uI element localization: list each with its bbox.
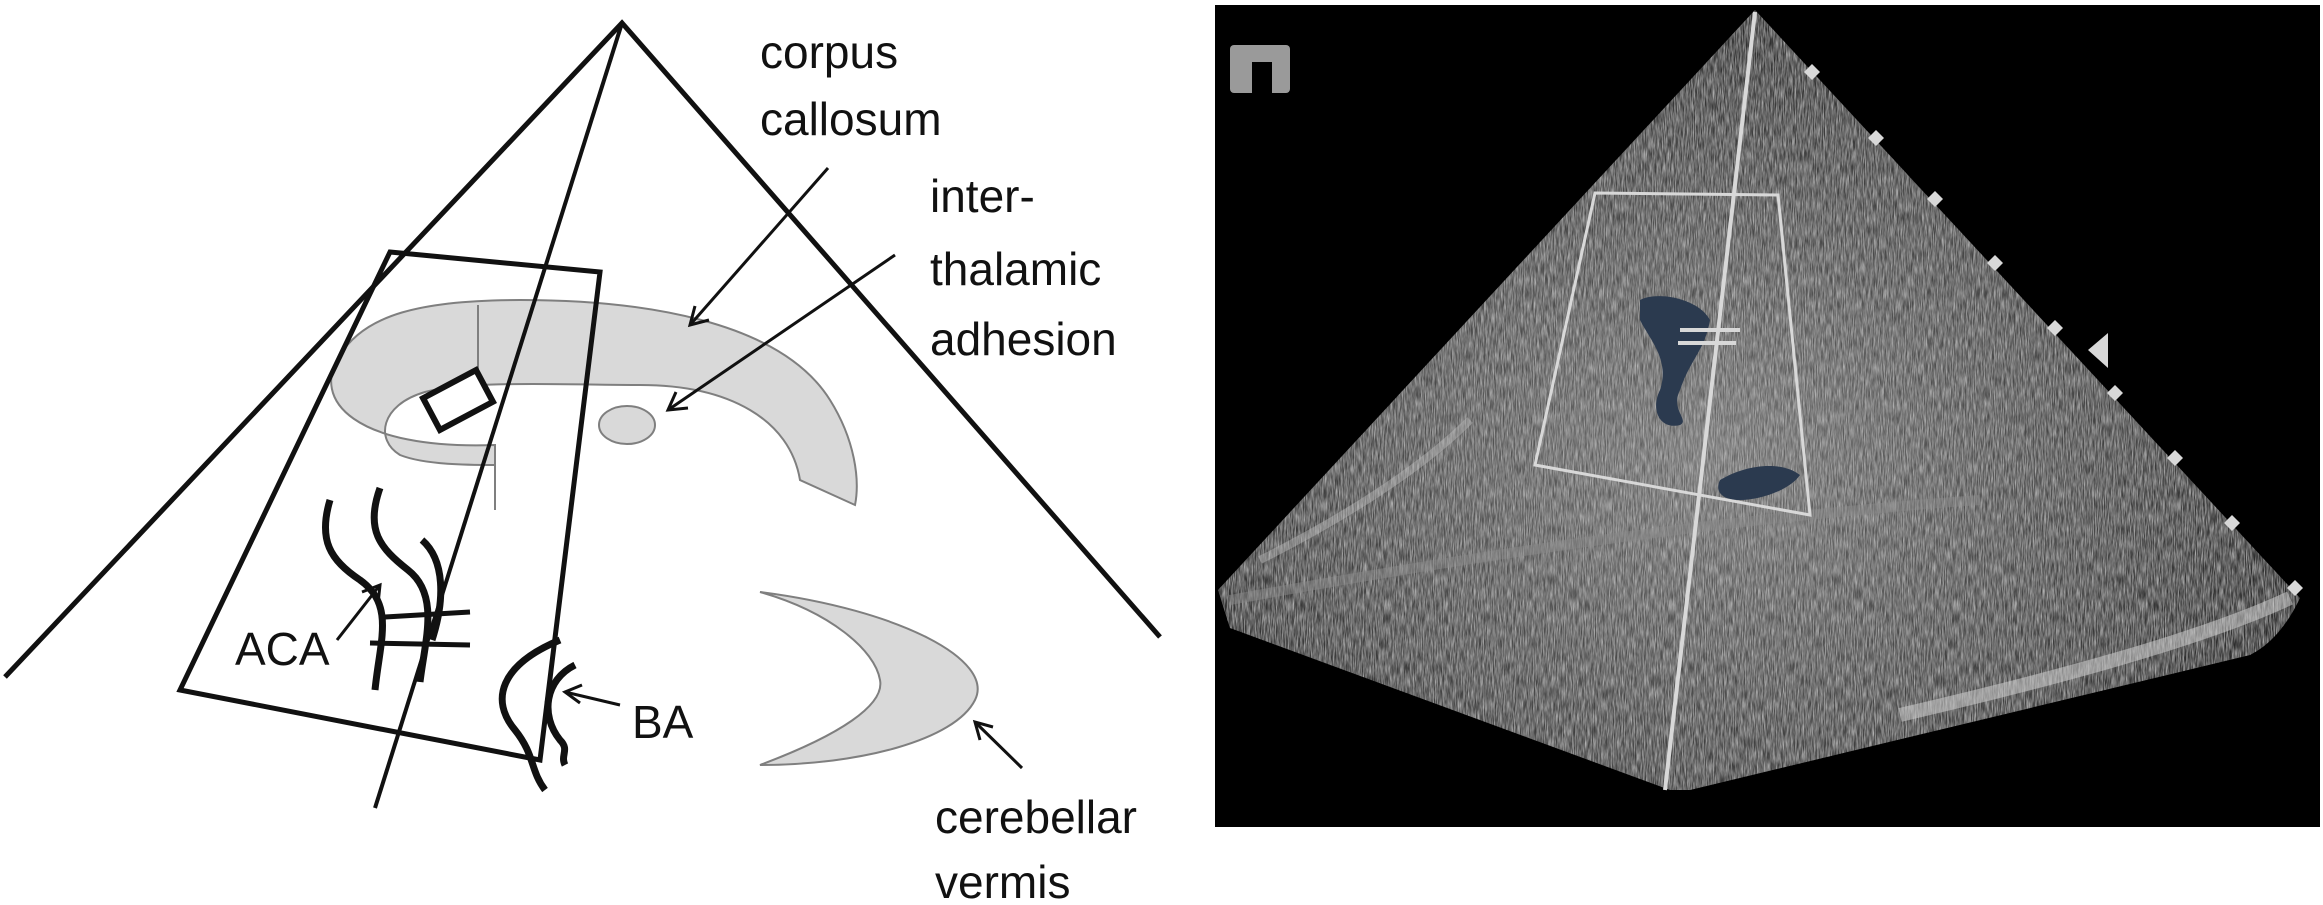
label-cerebellar-line1: cerebellar: [935, 791, 1137, 843]
ultrasound-doppler-box: [1533, 191, 1812, 517]
aca-vessel-1: [321, 498, 386, 691]
label-interthalamic-line2: thalamic: [930, 243, 1101, 295]
doppler-box-outline: [176, 249, 603, 763]
label-interthalamic-line1: inter-: [930, 170, 1035, 222]
cerebellar-vermis-shape: [759, 591, 979, 766]
ultrasound-image: [1215, 5, 2320, 827]
ba-vessel-outer: [498, 636, 562, 793]
doppler-gate: [419, 365, 497, 435]
schematic-diagram: corpus callosum inter- thalamic adhesion…: [3, 19, 1162, 905]
ba-vessel-inner: [544, 661, 577, 767]
aca-gate-bar-2: [369, 640, 471, 648]
interthalamic-pointer-arrow: [667, 253, 896, 412]
corpus-callosum-pointer-arrow: [688, 167, 830, 326]
ba-pointer-arrow: [564, 690, 621, 707]
aca-pointer-arrow: [335, 584, 382, 641]
ba-pointer-arrowhead: [561, 683, 583, 705]
corpus-callosum-shape: [330, 298, 858, 507]
label-corpus-callosum-line1: corpus: [760, 26, 898, 78]
label-interthalamic-line3: adhesion: [930, 313, 1117, 365]
label-cerebellar-line2: vermis: [935, 856, 1070, 905]
label-ba: BA: [632, 696, 694, 748]
cerebellar-pointer-arrow: [973, 720, 1024, 770]
depth-markers: [1804, 64, 2303, 596]
scan-line: [373, 22, 624, 809]
orientation-marker-icon: [1230, 45, 1290, 93]
cerebellar-pointer-arrowhead: [972, 719, 994, 741]
corpus-callosum-pointer-arrowhead: [687, 305, 710, 328]
label-corpus-callosum-line2: callosum: [760, 93, 942, 145]
aca-vessel-3: [419, 537, 445, 642]
label-aca: ACA: [235, 623, 330, 675]
focus-triangle-icon: [2088, 333, 2108, 368]
interthalamic-adhesion-shape: [598, 405, 656, 445]
interthalamic-pointer-arrowhead: [665, 391, 689, 412]
aca-gate-bar-1: [384, 609, 471, 620]
doppler-flow-lower: [1718, 465, 1800, 500]
aca-pointer-arrowhead: [361, 582, 382, 605]
ultrasound-cursor-line: [1663, 11, 1757, 791]
